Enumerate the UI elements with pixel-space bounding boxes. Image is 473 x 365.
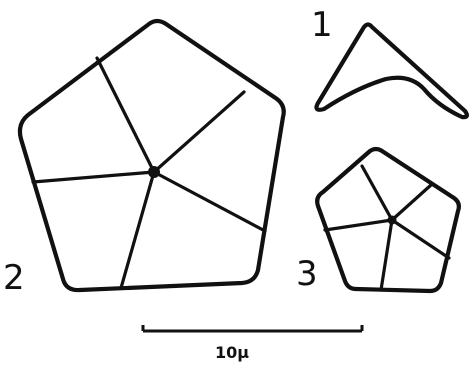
grain-3-outline bbox=[315, 146, 461, 294]
grain-1-outline bbox=[314, 22, 469, 120]
scale-bar: 10μ bbox=[141, 325, 364, 362]
figure-label-3: 3 bbox=[296, 254, 318, 294]
grain-3-center-node bbox=[387, 215, 397, 225]
grain-3-pentagonal-small bbox=[315, 146, 461, 294]
figure-label-2: 2 bbox=[3, 258, 25, 298]
grain-2-suture-right bbox=[152, 170, 267, 233]
grain-2-suture-bottom bbox=[119, 170, 156, 290]
grain-2-suture-left bbox=[31, 170, 156, 184]
grain-2-pentagonal-large bbox=[17, 18, 286, 293]
grain-3-suture-upper-right bbox=[390, 183, 433, 222]
grain-2-center-node bbox=[148, 166, 160, 178]
figure-label-1: 1 bbox=[311, 5, 333, 45]
grain-2-outline bbox=[17, 18, 286, 293]
grain-2-suture-upper-right bbox=[152, 90, 246, 174]
grain-3-suture-bottom bbox=[379, 218, 394, 292]
scale-bar-label: 10μ bbox=[215, 343, 249, 362]
grain-3-suture-right bbox=[390, 218, 451, 260]
grain-1-triangular bbox=[314, 22, 469, 120]
grain-3-suture-upper-left bbox=[360, 164, 394, 222]
grain-3-suture-left bbox=[323, 218, 394, 232]
grain-2-suture-upper-left bbox=[95, 56, 156, 174]
